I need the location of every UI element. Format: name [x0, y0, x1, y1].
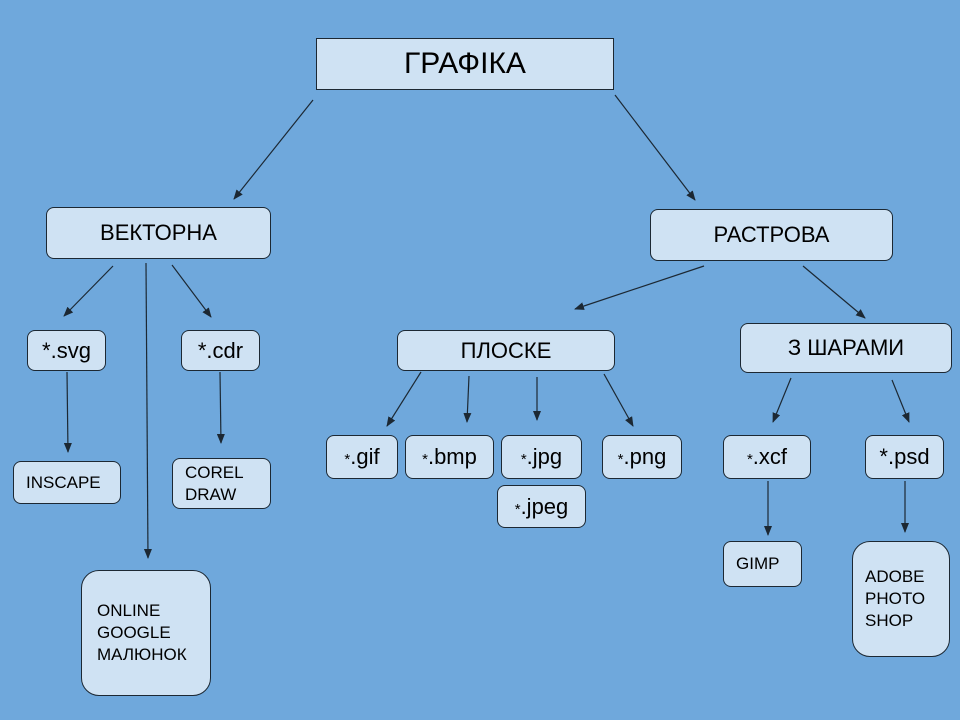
xcf-ext-label: .xcf — [752, 444, 788, 469]
google-drawings-label: ONLINE GOOGLE МАЛЮНОК — [97, 601, 187, 664]
corel-draw-label: COREL DRAW — [185, 462, 244, 504]
svg-ext-label: *.svg — [42, 337, 91, 363]
google-drawings-node: ONLINE GOOGLE МАЛЮНОК — [81, 570, 211, 696]
layered-node: З ШАРАМИ — [740, 323, 952, 373]
gif-ext-label: .gif — [350, 444, 380, 469]
jpeg-ext-node: *.jpeg — [497, 485, 586, 528]
inkscape-node: INSCAPE — [13, 461, 121, 504]
raster-label: РАСТРОВА — [713, 222, 830, 247]
arrow-title-to-raster — [614, 94, 696, 201]
gimp-label: GIMP — [736, 554, 780, 573]
photoshop-node: ADOBE PHOTO SHOP — [852, 541, 950, 657]
xcf-ext-node: *.xcf — [723, 435, 811, 479]
arrow-layered-to-xcf — [772, 377, 792, 423]
arrow-title-to-vector — [233, 99, 314, 200]
jpg-ext-label: .jpg — [526, 444, 563, 469]
arrow-svg-to-inkscape — [63, 371, 72, 453]
title-label: ГРАФІКА — [404, 47, 526, 80]
corel-draw-node: COREL DRAW — [172, 458, 271, 509]
arrow-layered-to-psd — [891, 379, 910, 423]
vector-node: ВЕКТОРНА — [46, 207, 271, 259]
flat-node: ПЛОСКЕ — [397, 330, 615, 371]
jpeg-ext-label: .jpeg — [520, 493, 569, 519]
arrow-raster-to-layered — [802, 265, 866, 319]
psd-ext-node: *.psd — [865, 435, 944, 479]
gif-ext-node: *.gif — [326, 435, 398, 479]
arrow-vector-to-cdr — [171, 264, 212, 318]
cdr-ext-node: *.cdr — [181, 330, 260, 371]
vector-label: ВЕКТОРНА — [100, 220, 217, 245]
gimp-node: GIMP — [723, 541, 802, 587]
arrow-raster-to-flat — [574, 265, 705, 310]
title-node: ГРАФІКА — [316, 38, 614, 90]
png-ext-label: .png — [623, 444, 667, 469]
arrow-flat-to-gif — [386, 371, 422, 427]
jpg-ext-node: *.jpg — [501, 435, 582, 479]
psd-ext-label: *.psd — [879, 444, 930, 469]
flat-label: ПЛОСКЕ — [460, 337, 552, 363]
bmp-ext-label: .bmp — [427, 444, 477, 469]
cdr-ext-label: *.cdr — [197, 337, 244, 363]
svg-ext-node: *.svg — [27, 330, 106, 371]
photoshop-label: ADOBE PHOTO SHOP — [865, 567, 926, 630]
arrow-vector-to-google — [143, 262, 152, 559]
layered-label: З ШАРАМИ — [787, 335, 905, 360]
bmp-ext-node: *.bmp — [405, 435, 494, 479]
arrow-flat-to-bmp — [463, 375, 472, 423]
raster-node: РАСТРОВА — [650, 209, 893, 261]
png-ext-node: *.png — [602, 435, 682, 479]
arrow-cdr-to-corel — [216, 371, 225, 444]
arrow-vector-to-svg — [63, 265, 114, 317]
inkscape-label: INSCAPE — [26, 472, 101, 492]
arrow-flat-to-png — [603, 373, 634, 427]
